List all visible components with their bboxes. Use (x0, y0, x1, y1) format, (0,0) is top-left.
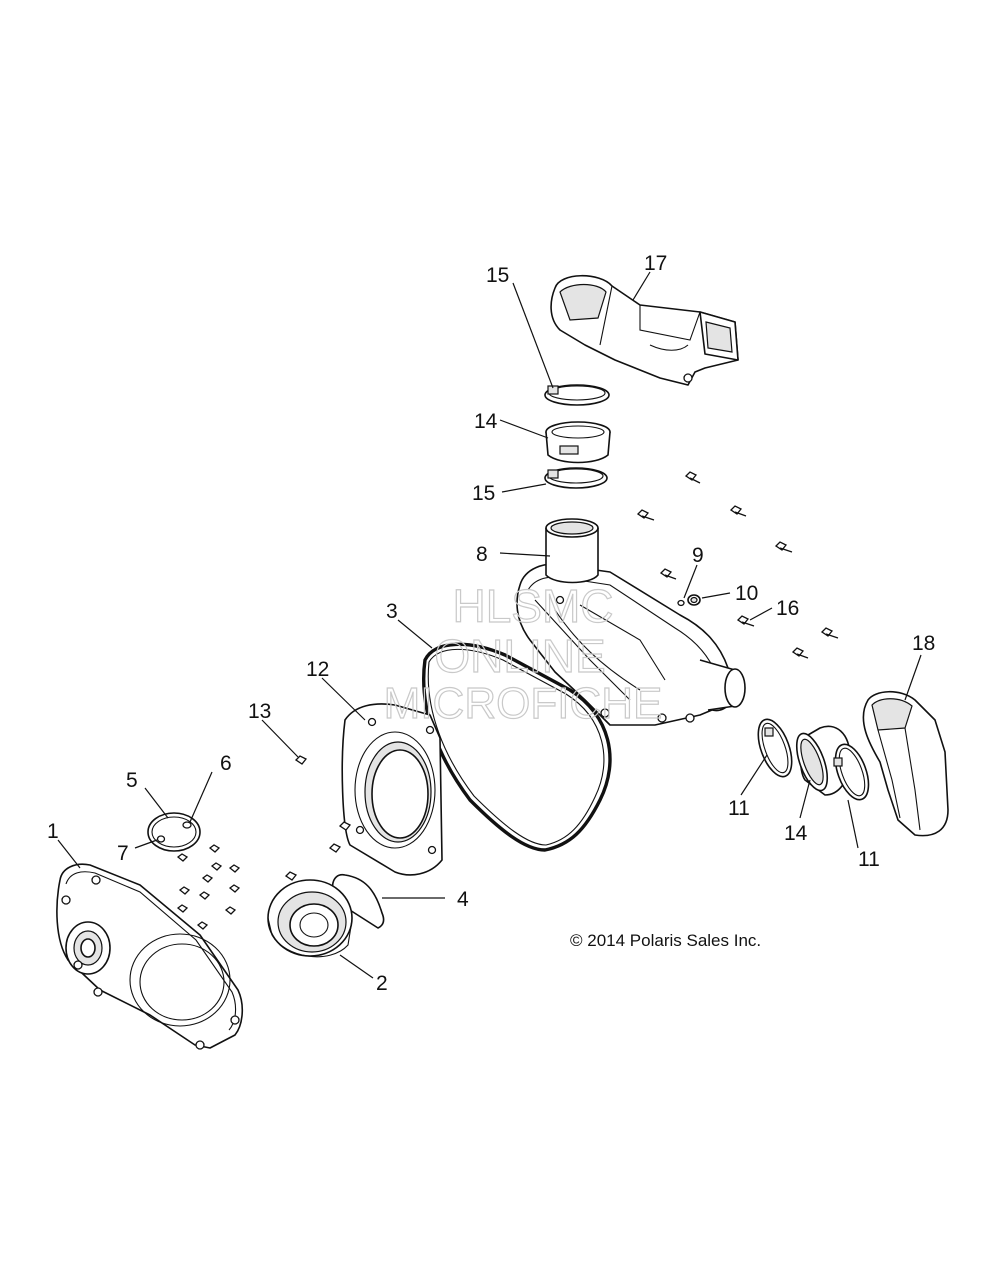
leader-16 (749, 607, 773, 621)
callout-3: 3 (386, 600, 398, 623)
part-14-coupler-upper (545, 421, 611, 464)
copyright-notice: © 2014 Polaris Sales Inc. (570, 931, 761, 950)
callout-16: 16 (776, 597, 799, 620)
leader-10 (701, 592, 731, 599)
part-2-retainer (267, 879, 353, 958)
callout-18: 18 (912, 632, 935, 655)
callout-1: 1 (47, 820, 59, 843)
part-14-coupler-lower (795, 725, 851, 796)
leader-9 (683, 564, 698, 599)
callout-2: 2 (376, 972, 388, 995)
leader-8 (499, 552, 551, 557)
watermark-line2: ONLINE (434, 630, 605, 682)
callout-9: 9 (692, 544, 704, 567)
bolt-set-1 (176, 844, 241, 930)
callout-7: 7 (117, 842, 129, 865)
callout-15-lower: 15 (472, 482, 495, 505)
leader-12 (321, 677, 366, 721)
leader-11a (740, 754, 768, 796)
part-15-clamp-upper (544, 384, 610, 406)
part-10-nut (687, 594, 701, 606)
part-18-lower-duct (862, 690, 949, 837)
leader-17 (632, 271, 651, 301)
part-6-screw (182, 821, 192, 829)
leader-15b (501, 483, 547, 493)
leader-11b (847, 799, 859, 849)
part-17-intake-duct (550, 275, 739, 386)
callout-12: 12 (306, 658, 329, 681)
leader-1 (57, 839, 81, 869)
callout-13: 13 (248, 700, 271, 723)
part-8-inner-cover (516, 518, 746, 726)
callout-15-upper: 15 (486, 264, 509, 287)
callout-17: 17 (644, 252, 667, 275)
watermark: HLSMC ONLINE MICROFICHE (383, 579, 663, 728)
callout-10: 10 (735, 582, 758, 605)
leader-14a (499, 419, 549, 439)
leader-2 (339, 954, 374, 979)
callout-14-upper: 14 (474, 410, 498, 433)
leader-13 (261, 719, 299, 758)
watermark-line3: MICROFICHE (384, 679, 663, 728)
callout-8: 8 (476, 543, 488, 566)
callout-11-a: 11 (728, 797, 750, 820)
part-3-drive-belt (422, 642, 612, 852)
watermark-line1: HLSMC (452, 580, 613, 632)
leader-7 (134, 839, 158, 849)
callout-6: 6 (220, 752, 232, 775)
leader-14b (799, 779, 811, 819)
callout-labels: 17 15 14 15 8 9 10 16 3 18 12 13 5 6 7 1… (47, 252, 935, 995)
callout-11-b: 11 (858, 848, 880, 871)
leader-3 (397, 619, 433, 649)
leader-15a (512, 282, 554, 389)
leader-18 (904, 654, 922, 701)
part-7-washer (156, 835, 166, 843)
part-5-cap (147, 812, 201, 852)
leader-5 (144, 787, 169, 819)
part-12-seal-plate (341, 703, 443, 876)
part-15-clamp-lower (544, 467, 608, 489)
leader-6 (189, 771, 213, 823)
bolt-set-13 (284, 755, 352, 881)
callout-4: 4 (457, 888, 469, 911)
callout-5: 5 (126, 769, 138, 792)
part-11-clamp-b (833, 743, 870, 801)
callout-14-lower: 14 (784, 822, 808, 845)
bolt-set-16 (636, 471, 839, 659)
part-11-clamp-a (757, 718, 793, 778)
part-1-outer-cover (56, 863, 244, 1050)
part-9-washer (677, 599, 685, 607)
